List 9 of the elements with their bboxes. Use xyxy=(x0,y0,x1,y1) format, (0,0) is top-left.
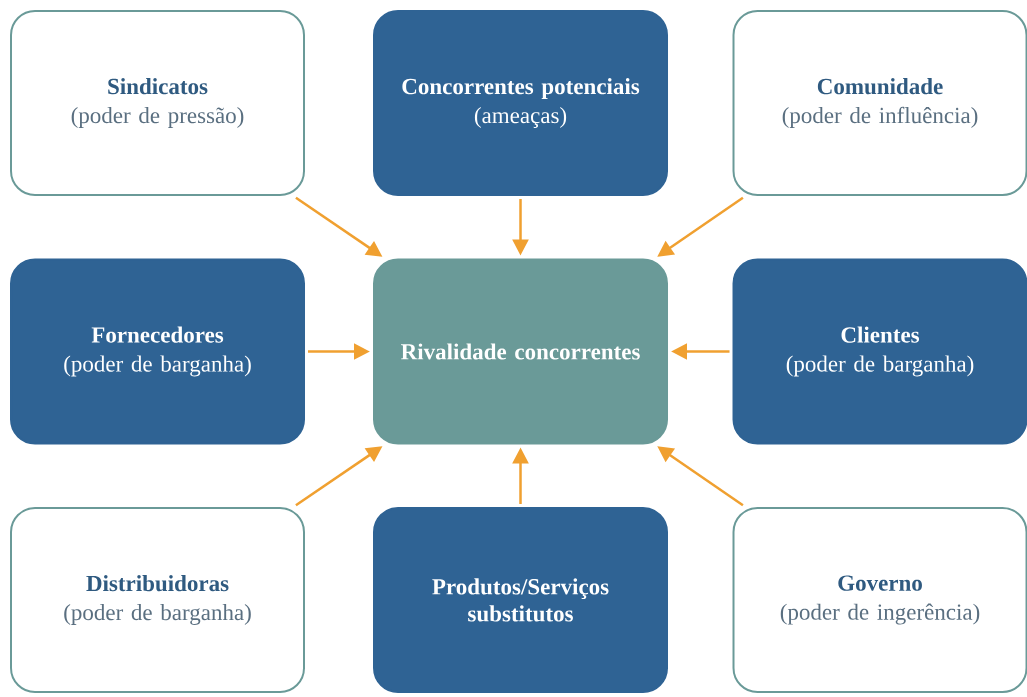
outlined-box: Distribuidoras (poder de barganha) xyxy=(10,507,305,693)
outlined-box: Comunidade (poder de influência) xyxy=(732,10,1027,196)
outlined-box: Governo (poder de ingerência) xyxy=(732,507,1027,693)
filled-box: Produtos/Serviços substitutos xyxy=(373,507,668,693)
outlined-box: Sindicatos (poder de pressão) xyxy=(10,10,305,196)
filled-box: Concorrentes potenciais (ameaças) xyxy=(373,10,668,196)
filled-box: Clientes (poder de barganha) xyxy=(732,258,1027,445)
center-box: Rivalidade concorrentes xyxy=(373,258,668,445)
filled-box: Fornecedores (poder de barganha) xyxy=(10,258,305,445)
